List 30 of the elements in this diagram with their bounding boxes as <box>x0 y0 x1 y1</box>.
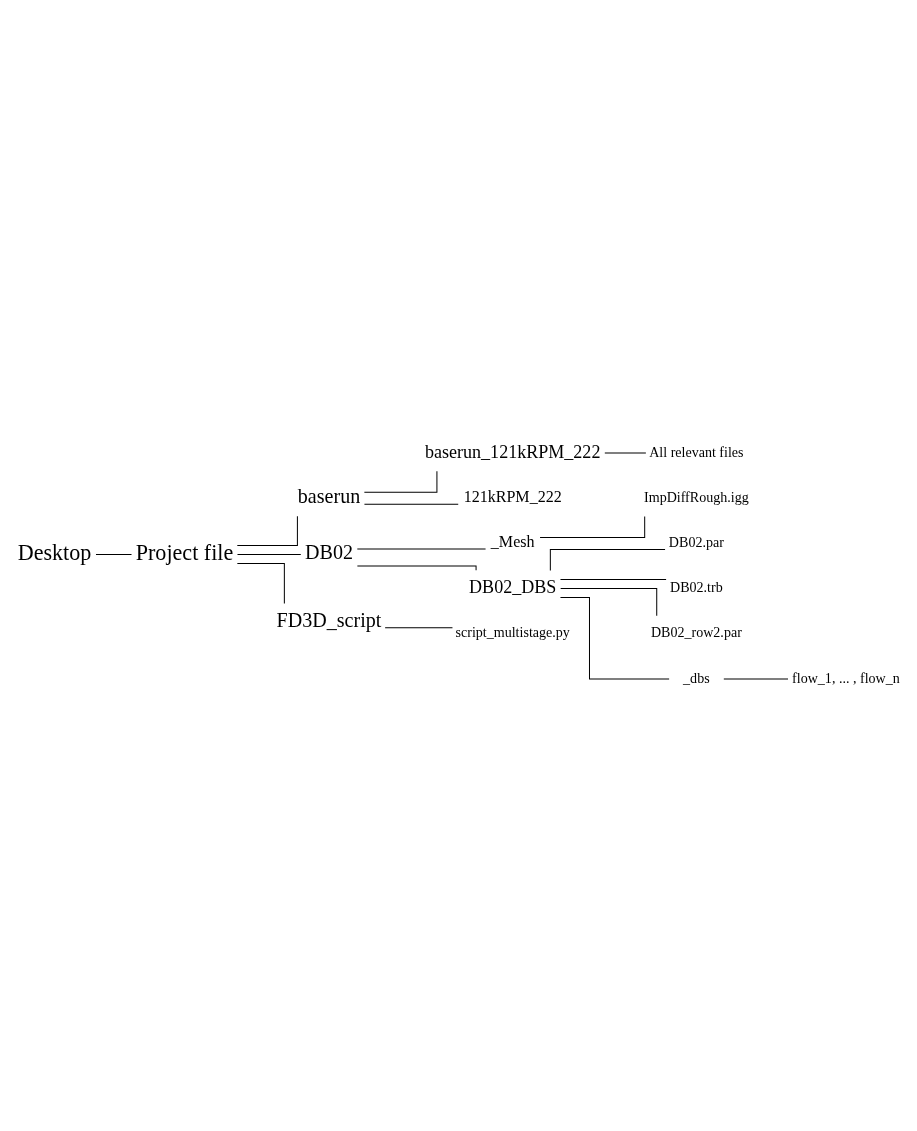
node-text: baserun_121kRPM_222 <box>424 441 601 461</box>
node-text: flow_1, ... , flow_n <box>792 669 900 686</box>
node-text: Project file <box>135 539 234 565</box>
node-text: DB02.par <box>668 533 724 550</box>
connector <box>549 548 666 571</box>
connector <box>384 626 453 628</box>
connector <box>95 553 132 555</box>
node-text: script_multistage.py <box>455 623 570 640</box>
connector <box>363 470 438 493</box>
node-text: ImpDiffRough.igg <box>644 488 749 505</box>
node-text: baserun <box>297 484 361 507</box>
node-text: All relevant files <box>649 443 744 460</box>
node-text: _Mesh <box>490 532 535 550</box>
node-text: DB02 <box>305 540 353 563</box>
node-text: 121kRPM_222 <box>463 487 562 505</box>
node-text: DB02.trb <box>670 578 723 595</box>
connector <box>236 562 285 604</box>
connector <box>236 515 298 546</box>
connector <box>363 503 459 505</box>
node-text: _dbs <box>683 669 710 686</box>
connector <box>356 565 477 571</box>
connector <box>560 587 658 616</box>
connector <box>237 553 302 555</box>
node-text: DB02_row2.par <box>650 623 742 640</box>
node-text: FD3D_script <box>276 608 382 631</box>
connector <box>560 578 667 580</box>
connector <box>559 596 670 679</box>
node-text: DB02_DBS <box>469 576 557 597</box>
node-text: Desktop <box>17 539 92 565</box>
connector <box>539 515 646 538</box>
